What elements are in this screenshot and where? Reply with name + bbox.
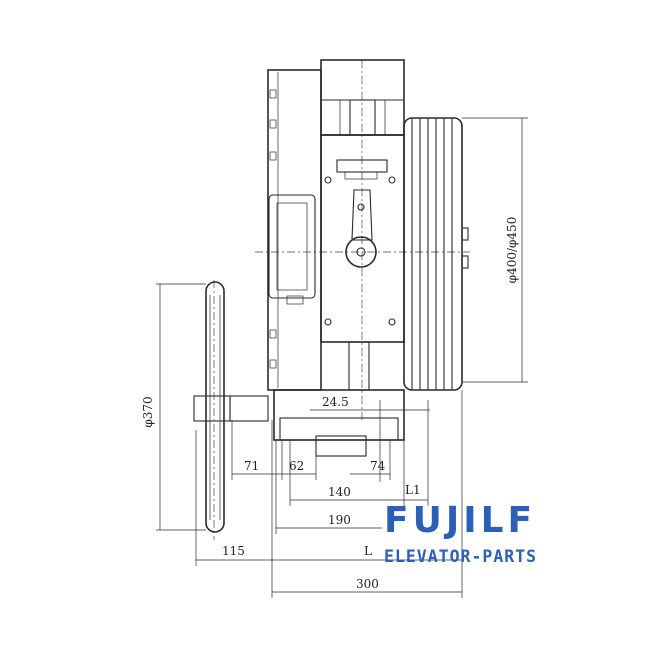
dim-71: 71 <box>244 459 259 473</box>
motor-housing <box>267 69 322 391</box>
dim-74: 74 <box>370 459 386 473</box>
dim-62: 62 <box>289 459 304 473</box>
brake-top-block <box>320 59 405 136</box>
dim-l: L <box>364 544 372 558</box>
dim-sheave-diameter: φ400/φ450 <box>505 217 519 284</box>
brand-logo: FUJILF ELEVATOR-PARTS <box>384 503 599 575</box>
hand-wheel <box>193 281 269 533</box>
brake-plate <box>320 134 405 391</box>
brand-tagline: ELEVATOR-PARTS <box>384 547 538 566</box>
dim-115: 115 <box>222 544 245 558</box>
dim-140: 140 <box>328 485 351 499</box>
dimension-lines <box>156 117 528 598</box>
dim-190: 190 <box>328 513 351 527</box>
dim-handwheel-diameter: φ370 <box>141 396 155 427</box>
traction-sheave <box>403 117 469 391</box>
dim-l1: L1 <box>405 483 421 497</box>
dim-300: 300 <box>356 577 379 591</box>
brand-name: FUJILF <box>384 500 537 541</box>
dim-24-5: 24.5 <box>322 395 349 409</box>
